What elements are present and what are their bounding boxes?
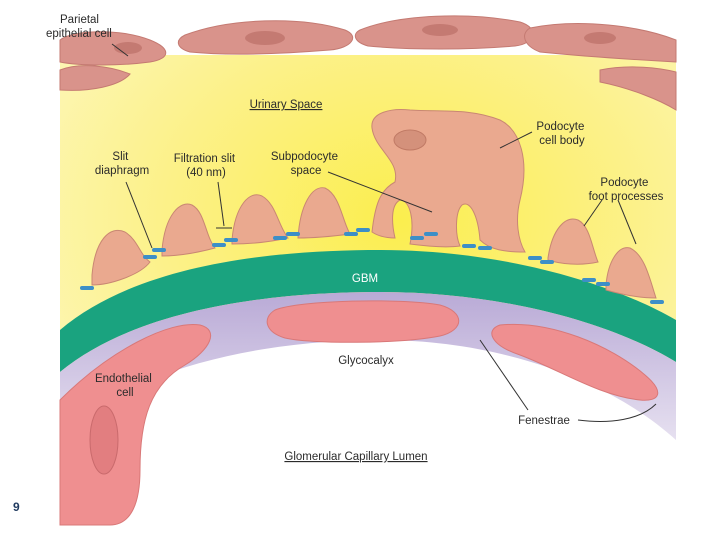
label-gbm: GBM: [352, 273, 378, 285]
leader-line-fenestrae-a: [479, 339, 529, 411]
podocyte-foot-process: [231, 194, 289, 245]
slit-diaphragm-mark: [410, 236, 424, 240]
label-podocyte-foot-processes: Podocyte foot processes: [589, 177, 664, 203]
parietal-cell: [599, 66, 677, 111]
slit-diaphragm-mark: [224, 238, 238, 242]
slit-diaphragm-mark: [424, 232, 438, 236]
label-endothelial-cell: Endothelial cell: [95, 373, 155, 399]
glomerular-basement-membrane: [60, 250, 676, 372]
slit-diaphragm-mark: [650, 300, 664, 304]
slit-diaphragm-mark: [273, 236, 287, 240]
slit-diaphragm-mark: [344, 232, 358, 236]
label-glycocalyx: Glycocalyx: [338, 355, 394, 367]
label-glomerular-capillary-lumen: Glomerular Capillary Lumen: [284, 451, 427, 463]
parietal-cell: [59, 31, 167, 66]
endothelial-cells: [59, 300, 658, 526]
endothelial-nucleus: [89, 405, 119, 475]
slit-diaphragm-mark: [540, 260, 554, 264]
slit-diaphragms: [80, 228, 664, 304]
leader-line-subpodocyte: [327, 171, 433, 213]
parietal-cell: [59, 65, 131, 91]
leader-line-podocyte-body: [499, 131, 533, 149]
capillary-lumen: [60, 320, 676, 525]
leader-lines: [111, 43, 657, 422]
slit-diaphragm-mark: [596, 282, 610, 286]
endothelial-cell-middle: [266, 300, 460, 343]
slit-diaphragm-mark: [212, 243, 226, 247]
parietal-nucleus: [245, 31, 285, 45]
label-fenestrae: Fenestrae: [518, 415, 570, 427]
podocyte-foot-process: [91, 229, 151, 286]
slit-diaphragm-mark: [528, 256, 542, 260]
slit-diaphragm-mark: [152, 248, 166, 252]
slide-number: 9: [13, 500, 20, 514]
leader-line-fenestrae-b: [577, 403, 657, 422]
slit-diaphragm-mark: [582, 278, 596, 282]
parietal-epithelial-layer: [59, 15, 677, 111]
podocyte-nucleus: [393, 129, 427, 151]
leader-line-filtration-slit: [217, 181, 225, 227]
label-slit-diaphragm: Slit diaphragm: [95, 151, 149, 177]
label-subpodocyte-space: Subpodocyte space: [271, 151, 341, 177]
podocyte-foot-process: [605, 247, 657, 299]
podocyte-foot-process: [547, 218, 599, 265]
parietal-nucleus: [422, 24, 458, 36]
slit-diaphragm-mark: [462, 244, 476, 248]
podocyte-foot-process: [297, 187, 351, 239]
leader-line-parietal: [111, 43, 129, 57]
parietal-nucleus: [114, 42, 142, 54]
leader-line-foot-process-b: [617, 199, 637, 245]
label-parietal-epithelial-cell: Parietal epithelial cell: [46, 14, 112, 40]
podocytes: [91, 109, 657, 299]
slit-diaphragm-mark: [356, 228, 370, 232]
slit-diaphragm-mark: [143, 255, 157, 259]
slit-diaphragm-mark: [80, 286, 94, 290]
endothelial-cell-right: [491, 323, 658, 401]
endothelial-cell-left: [59, 323, 212, 526]
leader-line-slit-diaphragm: [125, 181, 153, 249]
slit-diaphragm-mark: [478, 246, 492, 250]
label-urinary-space: Urinary Space: [250, 99, 323, 111]
parietal-nucleus: [584, 32, 616, 44]
label-podocyte-cell-body: Podocyte cell body: [536, 121, 587, 147]
podocyte-foot-process: [161, 203, 216, 257]
slit-diaphragm-mark: [286, 232, 300, 236]
label-filtration-slit: Filtration slit (40 nm): [174, 153, 239, 179]
leader-line-foot-process-a: [583, 199, 603, 227]
